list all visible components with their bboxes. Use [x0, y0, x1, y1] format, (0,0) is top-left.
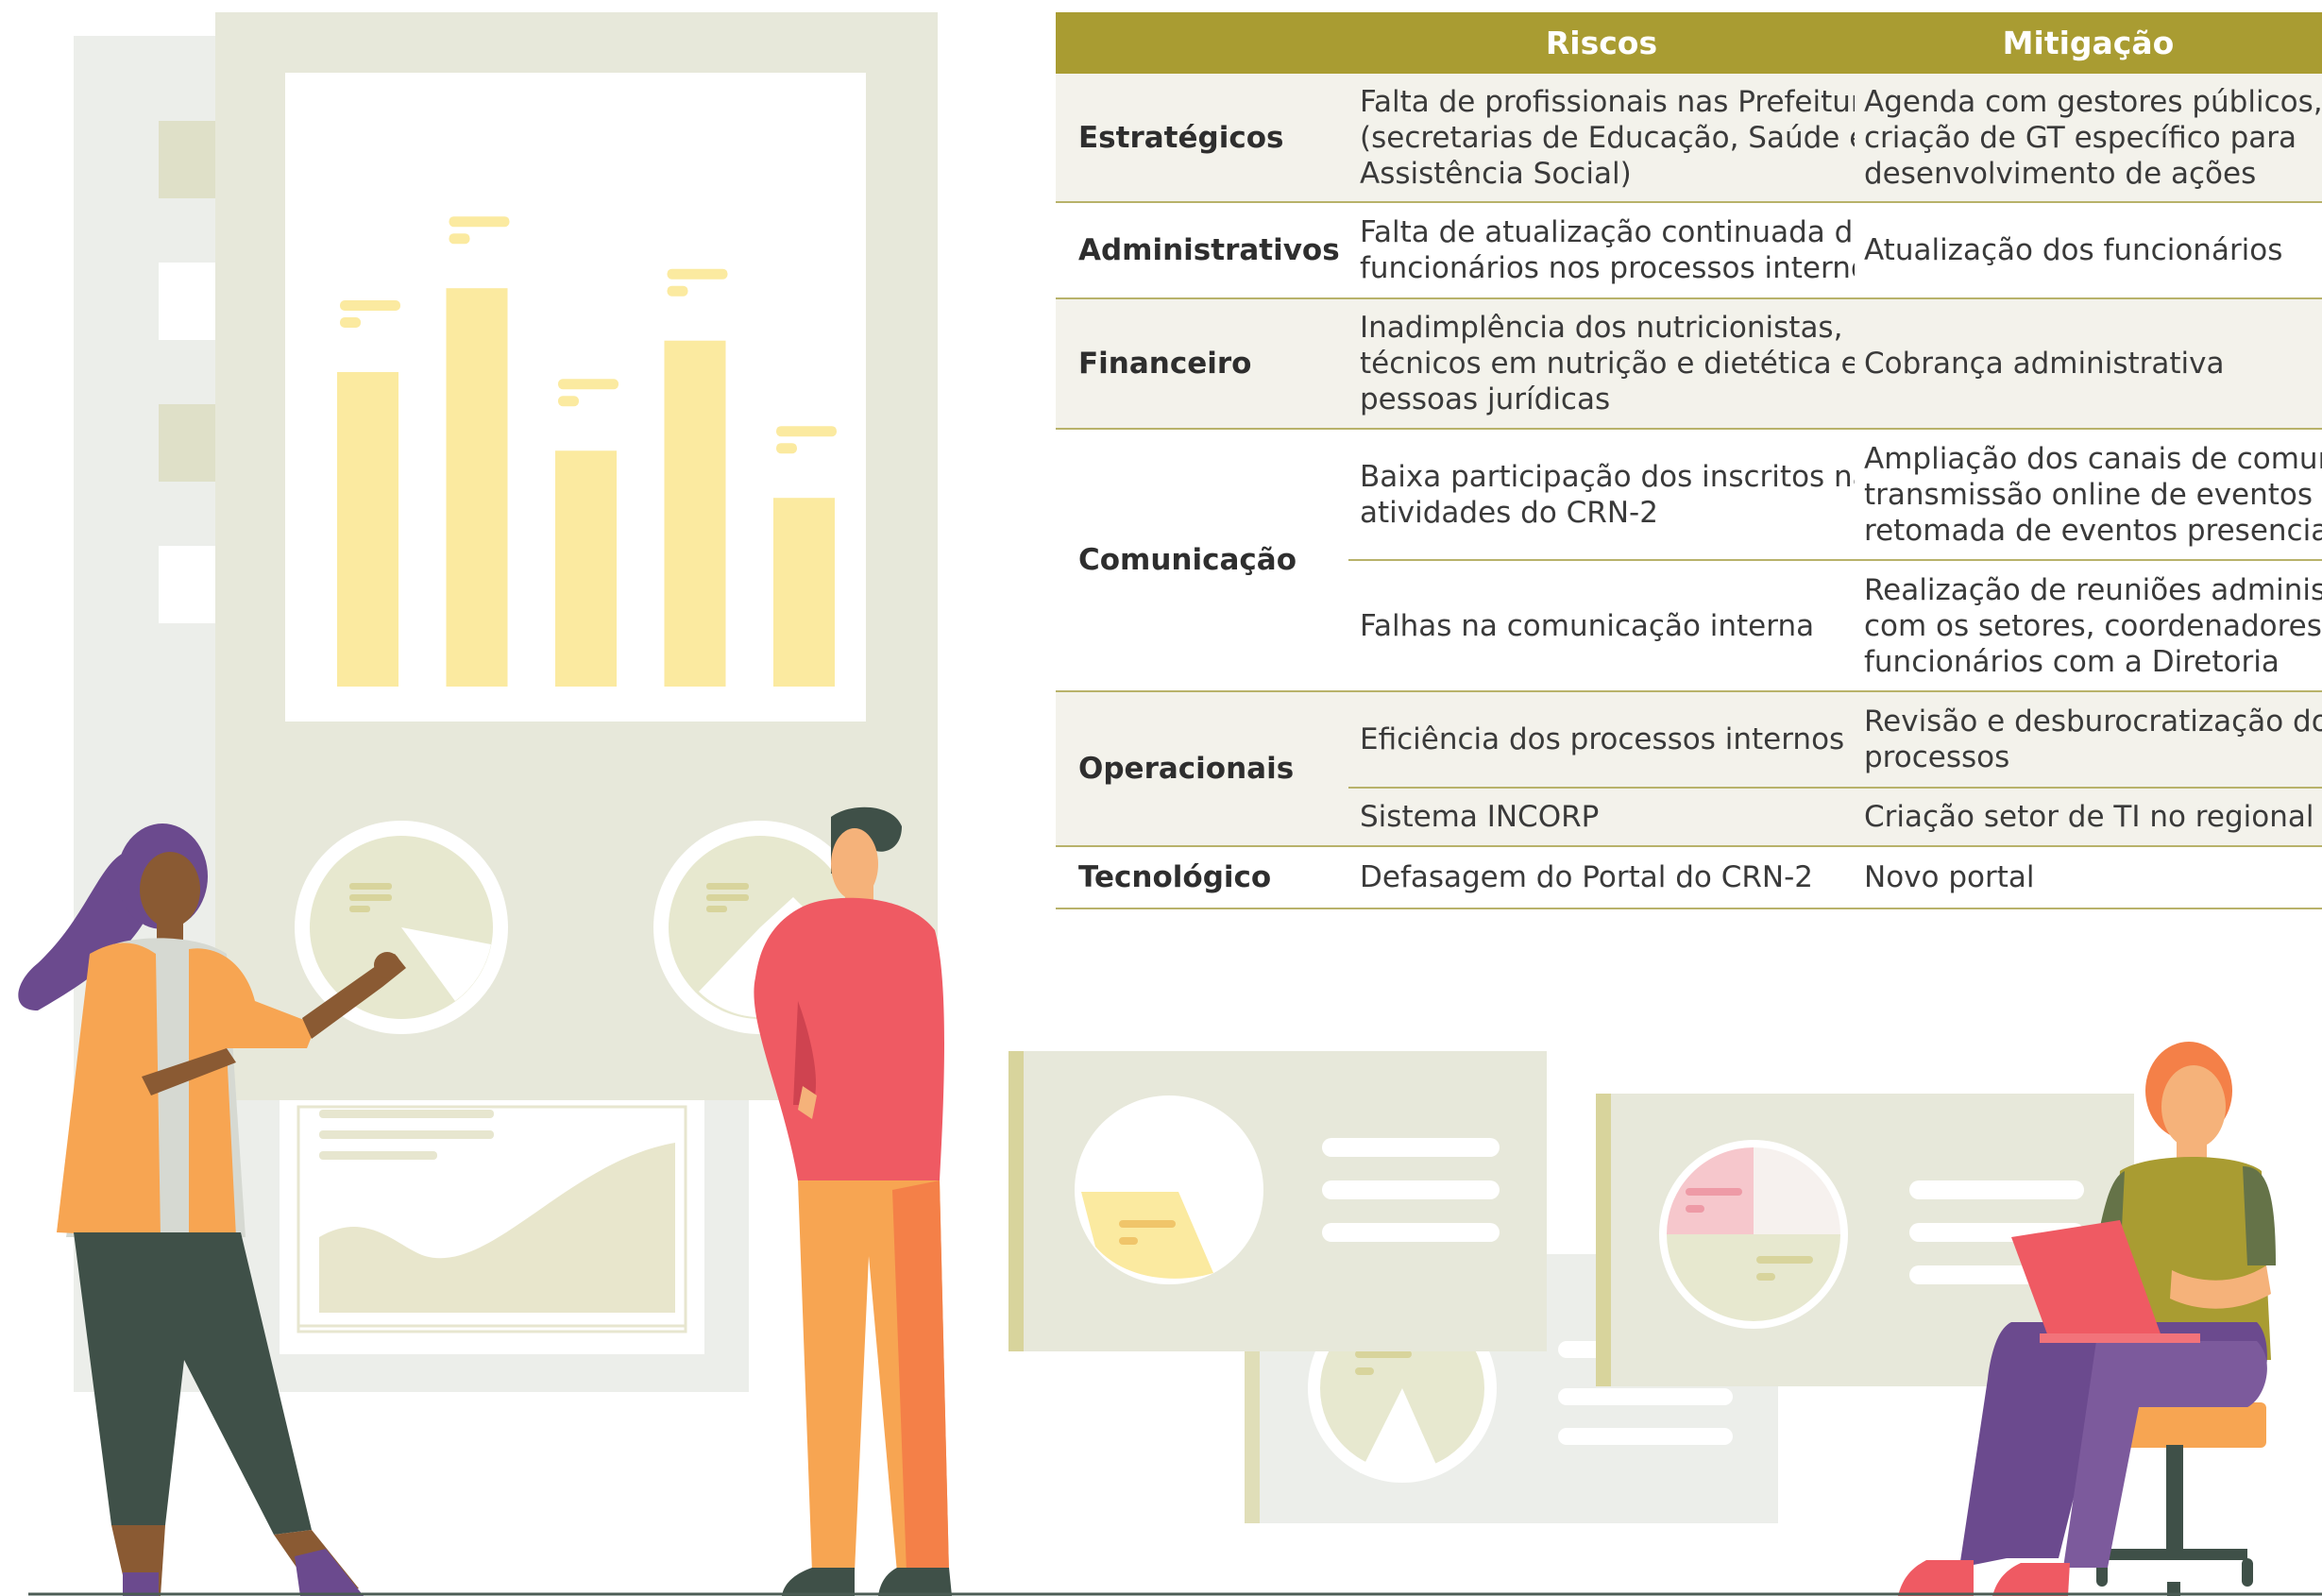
mitigation-line: Revisão e desburocratização dos [1864, 705, 2322, 739]
mitigation-line: funcionários com a Diretoria [1864, 644, 2280, 679]
risk-line: técnicos em nutrição e dietética e [1360, 347, 1855, 381]
mitigation-line: criação de GT específico para [1864, 120, 2297, 155]
risk-cell: Falta de atualização continuada dos func… [1348, 202, 1855, 299]
risk-mitigation-table: Riscos Mitigação Estratégicos Falta de p… [1056, 12, 2322, 909]
mitigation-line: processos [1864, 740, 2010, 774]
mitigation-cell: Novo portal [1855, 846, 2322, 909]
risk-line: Baixa participação dos inscritos nas [1360, 459, 1855, 494]
table-row: Administrativos Falta de atualização con… [1056, 202, 2322, 299]
header-risks: Riscos [1348, 12, 1855, 74]
mitigation-line: Atualização dos funcionários [1864, 233, 2283, 267]
risk-line: Sistema INCORP [1360, 800, 1600, 834]
mitigation-cell: Revisão e desburocratização dos processo… [1855, 691, 2322, 789]
table-row: Sistema INCORP Criação setor de TI no re… [1056, 788, 2322, 847]
category-cell: Comunicação [1056, 429, 1348, 692]
table-row: Falhas na comunicação interna Realização… [1056, 560, 2322, 692]
risk-cell: Eficiência dos processos internos [1348, 691, 1855, 789]
mitigation-line: desenvolvimento de ações [1864, 156, 2257, 191]
mitigation-line: Novo portal [1864, 860, 2035, 894]
bar-label-placeholder [340, 300, 400, 311]
man-standing [754, 806, 952, 1596]
bar [773, 498, 835, 687]
area-chart-card [280, 1086, 704, 1354]
bar-label-placeholder [776, 426, 837, 437]
category-cell: Administrativos [1056, 202, 1348, 299]
risk-line: Defasagem do Portal do CRN-2 [1360, 860, 1814, 894]
mitigation-cell: Ampliação dos canais de comunicação, tra… [1855, 429, 2322, 561]
risk-cell: Defasagem do Portal do CRN-2 [1348, 846, 1855, 909]
mitigation-cell: Atualização dos funcionários [1855, 202, 2322, 299]
mitigation-line: com os setores, coordenadores e [1864, 608, 2322, 643]
bar-label-placeholder [776, 443, 797, 454]
mitigation-line: Realização de reuniões administrativas [1864, 572, 2322, 607]
woman-presenter [18, 823, 406, 1596]
risk-line: Assistência Social) [1360, 156, 1632, 191]
risk-line: atividades do CRN-2 [1360, 495, 1658, 530]
bar-label-placeholder [667, 268, 728, 280]
mitigation-line: transmissão online de eventos e [1864, 477, 2322, 512]
header-category [1056, 12, 1348, 74]
table-row: Financeiro Inadimplência dos nutricionis… [1056, 298, 2322, 430]
risk-line: Inadimplência dos nutricionistas, [1360, 311, 1843, 345]
header-mitigation: Mitigação [1855, 12, 2322, 74]
table-row: Operacionais Eficiência dos processos in… [1056, 691, 2322, 847]
category-cell: Financeiro [1056, 298, 1348, 430]
bar [337, 372, 398, 687]
mitigation-line: Criação setor de TI no regional [1864, 800, 2314, 834]
table-row: Comunicação Baixa participação dos inscr… [1056, 429, 2322, 692]
mitigation-line: Agenda com gestores públicos, [1864, 84, 2322, 119]
mitigation-cell: Criação setor de TI no regional [1855, 788, 2322, 847]
bar-label-placeholder [449, 233, 470, 245]
man-sitting-laptop [1898, 1042, 2276, 1596]
table-header-row: Riscos Mitigação [1056, 12, 2322, 74]
bar-label-placeholder [558, 379, 619, 390]
risk-line: funcionários nos processos internos [1360, 251, 1855, 285]
bar-chart [337, 216, 837, 687]
table-row: Tecnológico Defasagem do Portal do CRN-2… [1056, 846, 2322, 909]
category-cell: Tecnológico [1056, 846, 1348, 909]
risk-line: Falta de profissionais nas Prefeituras [1360, 84, 1855, 119]
bar-label-placeholder [667, 285, 688, 297]
table-row: Estratégicos Falta de profissionais nas … [1056, 74, 2322, 203]
risk-line: pessoas jurídicas [1360, 382, 1611, 416]
pie-chart-left [295, 821, 508, 1034]
bar [446, 288, 508, 687]
risk-cell: Inadimplência dos nutricionistas, técnic… [1348, 298, 1855, 430]
risk-line: Eficiência dos processos internos [1360, 722, 1845, 756]
risk-cell: Sistema INCORP [1348, 788, 1855, 847]
risk-cell: Falta de profissionais nas Prefeituras (… [1348, 74, 1855, 203]
bar-label-placeholder [558, 396, 579, 407]
risk-line: Falta de atualização continuada dos [1360, 215, 1855, 249]
risk-cell: Falhas na comunicação interna [1348, 560, 1855, 692]
mitigation-line: Cobrança administrativa [1864, 347, 2225, 381]
risk-line: Falhas na comunicação interna [1360, 608, 1815, 643]
bar-label-placeholder [449, 216, 510, 228]
risk-cell: Baixa participação dos inscritos nas ati… [1348, 429, 1855, 561]
mitigation-line: retomada de eventos presenciais [1864, 513, 2322, 548]
bar-label-placeholder [340, 317, 361, 328]
bar [664, 340, 726, 687]
bar [555, 450, 617, 687]
category-cell: Operacionais [1056, 691, 1348, 847]
dashboard-card-left [1008, 1051, 1547, 1351]
mitigation-cell: Agenda com gestores públicos, criação de… [1855, 74, 2322, 203]
mitigation-line: Ampliação dos canais de comunicação, [1864, 441, 2322, 476]
mitigation-cell: Cobrança administrativa [1855, 298, 2322, 430]
category-cell: Estratégicos [1056, 74, 1348, 203]
risk-line: (secretarias de Educação, Saúde e [1360, 120, 1855, 155]
mitigation-cell: Realização de reuniões administrativas c… [1855, 560, 2322, 692]
